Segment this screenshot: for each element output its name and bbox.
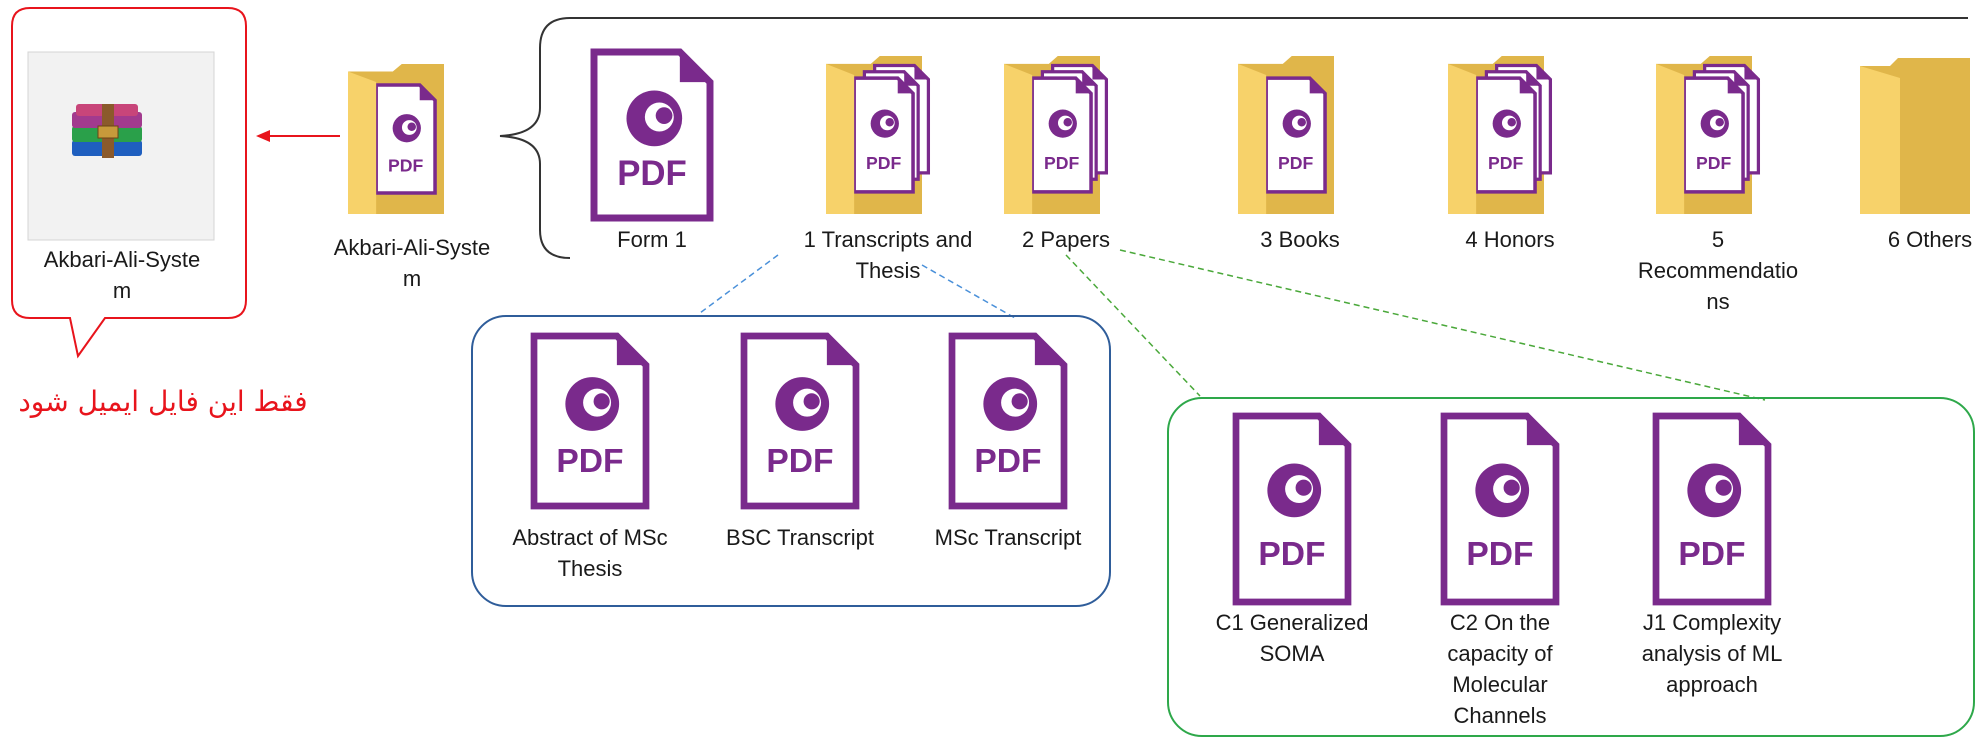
brace (499, 17, 1968, 259)
transcript-pdf-icon: PDF (948, 332, 1068, 510)
transcripts-connector-left (699, 254, 779, 314)
label-line: capacity of (1447, 641, 1553, 666)
papers-group-box (1167, 397, 1975, 737)
transcripts-group-box (471, 315, 1111, 607)
top-item-4-label[interactable]: 3 Books (1210, 224, 1390, 255)
pdf-sheet-icon: PDF (374, 83, 437, 195)
pdf-badge-text: PDF (1044, 153, 1080, 173)
papers-connector-left (1065, 254, 1201, 397)
transcript-pdf-icon: PDF (530, 332, 650, 510)
root-folder-icon: PDF (348, 64, 444, 214)
arrow-head (256, 130, 270, 142)
label-line: C2 On the (1449, 610, 1551, 635)
label-line: Molecular (1452, 672, 1548, 697)
label-line: Channels (1453, 703, 1547, 728)
label-line: BSC Transcript (726, 525, 874, 550)
pdf-badge-text: PDF (1696, 153, 1732, 173)
label-line: 5 (1711, 227, 1725, 252)
label-line: analysis of ML (1641, 641, 1783, 666)
archive-callout-box (11, 7, 247, 359)
root-folder-label[interactable]: Akbari-Ali-Syste m (333, 235, 491, 291)
label-line: Form 1 (617, 227, 687, 252)
label-line: Thesis (855, 258, 921, 283)
transcript-file-3-label[interactable]: MSc Transcript (913, 522, 1103, 553)
label-line: 3 Books (1260, 227, 1340, 252)
pdf-badge-text: PDF (388, 155, 424, 175)
label-line: Recommendatio (1637, 258, 1799, 283)
top-item-5-label[interactable]: 4 Honors (1420, 224, 1600, 255)
pdf-sheet-icon: PDF (1264, 76, 1327, 194)
pdf-folder-icon: PDF (1238, 56, 1334, 215)
label-line: 2 Papers (1021, 227, 1111, 252)
pdf-sheet-icon: PDF (1474, 76, 1537, 194)
label-line: 4 Honors (1465, 227, 1555, 252)
label-line: Thesis (557, 556, 623, 581)
archive-label[interactable]: Akbari-Ali-Syste m (43, 247, 201, 303)
label-line: Abstract of MSc (512, 525, 668, 550)
label-line: 1 Transcripts and (803, 227, 973, 252)
label-line: ns (1706, 289, 1730, 314)
paper-pdf-icon: PDF (1652, 412, 1772, 606)
label-line: 6 Others (1887, 227, 1973, 252)
papers-connector-right (1119, 249, 1766, 401)
paper-file-3-label[interactable]: J1 Complexity analysis of ML approach (1622, 607, 1802, 700)
transcript-file-2-label[interactable]: BSC Transcript (705, 522, 895, 553)
pdf-badge-text: PDF (1258, 536, 1325, 573)
label-line: MSc Transcript (934, 525, 1082, 550)
pdf-badge-text: PDF (1678, 536, 1745, 573)
pdf-sheet-icon: PDF (1682, 76, 1745, 194)
pdf-badge-text: PDF (1466, 536, 1533, 573)
pdf-badge-text: PDF (766, 443, 833, 480)
winrar-archive-icon (72, 104, 142, 158)
top-item-1-label[interactable]: Form 1 (562, 224, 742, 255)
transcript-pdf-icon: PDF (740, 332, 860, 510)
pdf-badge-text: PDF (866, 153, 902, 173)
top-item-7-label[interactable]: 6 Others (1840, 224, 1984, 255)
pdf-badge-text: PDF (974, 443, 1041, 480)
email-instruction-note: فقط این فایل ایمیل شود (18, 385, 308, 418)
form-pdf-icon: PDF (590, 48, 714, 222)
transcripts-connector-right (921, 264, 1016, 319)
pdf-badge-text: PDF (1488, 153, 1524, 173)
paper-pdf-icon: PDF (1232, 412, 1352, 606)
paper-pdf-icon: PDF (1440, 412, 1560, 606)
pdf-sheet-icon: PDF (852, 76, 915, 194)
top-item-3-label[interactable]: 2 Papers (976, 224, 1156, 255)
label-line: SOMA (1259, 641, 1325, 666)
folder-icon (1860, 58, 1970, 214)
label-line: approach (1666, 672, 1758, 697)
label-line: J1 Complexity (1642, 610, 1782, 635)
pdf-badge-text: PDF (1278, 153, 1314, 173)
pdf-badge-text: PDF (556, 443, 623, 480)
label-line: C1 Generalized (1215, 610, 1369, 635)
pdf-sheet-icon: PDF (1030, 76, 1093, 194)
pdf-badge-text: PDF (617, 154, 687, 193)
